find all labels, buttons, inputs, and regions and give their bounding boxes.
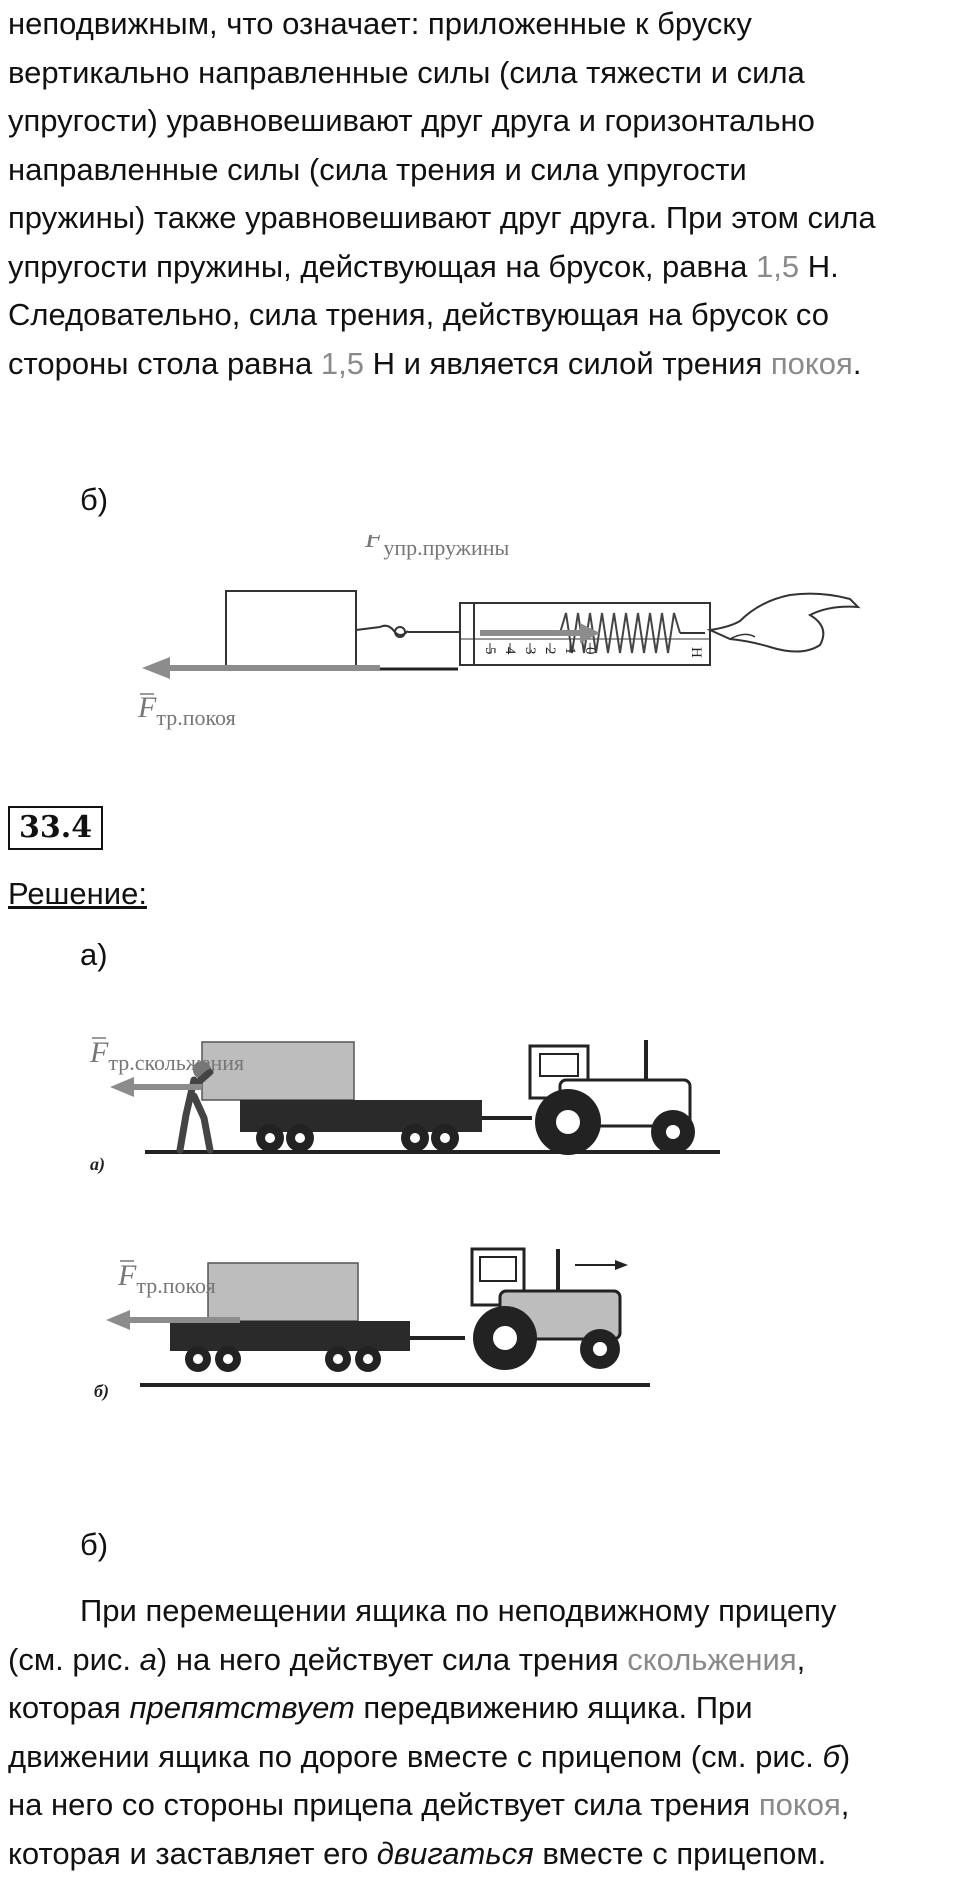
text-line: стороны стола равна 1,5 Н и является сил… bbox=[8, 340, 953, 389]
text-line: Следовательно, сила трения, действующая … bbox=[8, 291, 953, 340]
scale-tick-label: 5 bbox=[482, 647, 498, 655]
scale-tick-label: 0 bbox=[582, 647, 598, 655]
answer-value: 1,5 bbox=[321, 346, 364, 381]
text-span: которая bbox=[8, 1690, 129, 1725]
text-span: Н. bbox=[799, 249, 839, 284]
text-line: При перемещении ящика по неподвижному пр… bbox=[8, 1587, 953, 1636]
text-span: Н и является силой трения bbox=[364, 346, 771, 381]
text-line: упругости) уравновешивают друг друга и г… bbox=[8, 97, 953, 146]
figure-caption: а) bbox=[90, 1154, 105, 1175]
answer-word: скольжения bbox=[627, 1642, 796, 1677]
paragraph-2: При перемещении ящика по неподвижному пр… bbox=[8, 1587, 953, 1878]
text-line: направленные силы (сила трения и сила уп… bbox=[8, 146, 953, 195]
text-span: на него со стороны прицепа действует сил… bbox=[8, 1787, 759, 1822]
scale-tick-label: 1 bbox=[562, 647, 578, 655]
answer-value: 1,5 bbox=[756, 249, 799, 284]
subpart-label-b: б) bbox=[80, 1525, 108, 1565]
tractor-figure-a: Fтр.скольжения а) bbox=[90, 1010, 770, 1175]
text-line: вертикально направленные силы (сила тяже… bbox=[8, 49, 953, 98]
text-span: (см. рис. bbox=[8, 1642, 140, 1677]
text-span: передвижению ящика. При bbox=[355, 1690, 753, 1725]
text-line: (см. рис. а) на него действует сила трен… bbox=[8, 1636, 953, 1685]
text-span: стороны стола равна bbox=[8, 346, 321, 381]
scale-tick-label: 3 bbox=[522, 647, 538, 655]
text-span: а bbox=[140, 1642, 157, 1677]
trailer bbox=[170, 1321, 410, 1351]
force-static-label: Fтр.покоя bbox=[117, 1259, 216, 1298]
block bbox=[226, 591, 356, 669]
text-line: на него со стороны прицепа действует сил… bbox=[8, 1781, 953, 1830]
text-span: упругости пружины, действующая на брусок… bbox=[8, 249, 756, 284]
text-line: упругости пружины, действующая на брусок… bbox=[8, 243, 953, 292]
answer-word: покоя bbox=[759, 1787, 841, 1822]
scale-tick-label: 2 bbox=[542, 647, 558, 655]
text-span: которая и заставляет его bbox=[8, 1836, 377, 1871]
text-span: вместе с прицепом. bbox=[534, 1836, 827, 1871]
text-line: движении ящика по дороге вместе с прицеп… bbox=[8, 1733, 953, 1782]
text-span: ) bbox=[840, 1739, 850, 1774]
solution-label: Решение: bbox=[8, 874, 147, 914]
text-span: , bbox=[841, 1787, 850, 1822]
text-span: . bbox=[853, 346, 862, 381]
text-span: ) на него действует сила трения bbox=[157, 1642, 627, 1677]
force-friction-label: Fтр.покоя bbox=[137, 691, 236, 730]
paragraph-1: неподвижным, что означает: приложенные к… bbox=[8, 0, 953, 388]
text-span: , bbox=[797, 1642, 806, 1677]
problem-number: 33.4 bbox=[8, 806, 103, 850]
text-span: б bbox=[822, 1739, 839, 1774]
subpart-label-a: а) bbox=[80, 935, 108, 975]
subpart-label-b: б) bbox=[80, 480, 108, 520]
force-spring-label: Fупр.пружины bbox=[364, 535, 510, 560]
text-span: препятствует bbox=[129, 1690, 354, 1725]
scale-unit: Н bbox=[688, 647, 704, 658]
figure-caption: б) bbox=[94, 1381, 109, 1402]
scale-tick-label: 4 bbox=[502, 647, 518, 655]
dynamometer-figure: 5 4 3 2 1 0 Н Fупр.пружины Fтр.покоя bbox=[130, 535, 890, 750]
tractor-figure-b: Fтр.покоя б) bbox=[90, 1235, 690, 1405]
answer-word: покоя bbox=[771, 346, 853, 381]
text-line: которая препятствует передвижению ящика.… bbox=[8, 1684, 953, 1733]
hand bbox=[710, 594, 858, 652]
crate bbox=[208, 1263, 358, 1321]
text-line: которая и заставляет его двигаться вмест… bbox=[8, 1830, 953, 1878]
text-span: двигаться bbox=[377, 1836, 534, 1871]
text-line: пружины) также уравновешивают друг друга… bbox=[8, 194, 953, 243]
text-span: движении ящика по дороге вместе с прицеп… bbox=[8, 1739, 822, 1774]
text-line: неподвижным, что означает: приложенные к… bbox=[8, 0, 953, 49]
